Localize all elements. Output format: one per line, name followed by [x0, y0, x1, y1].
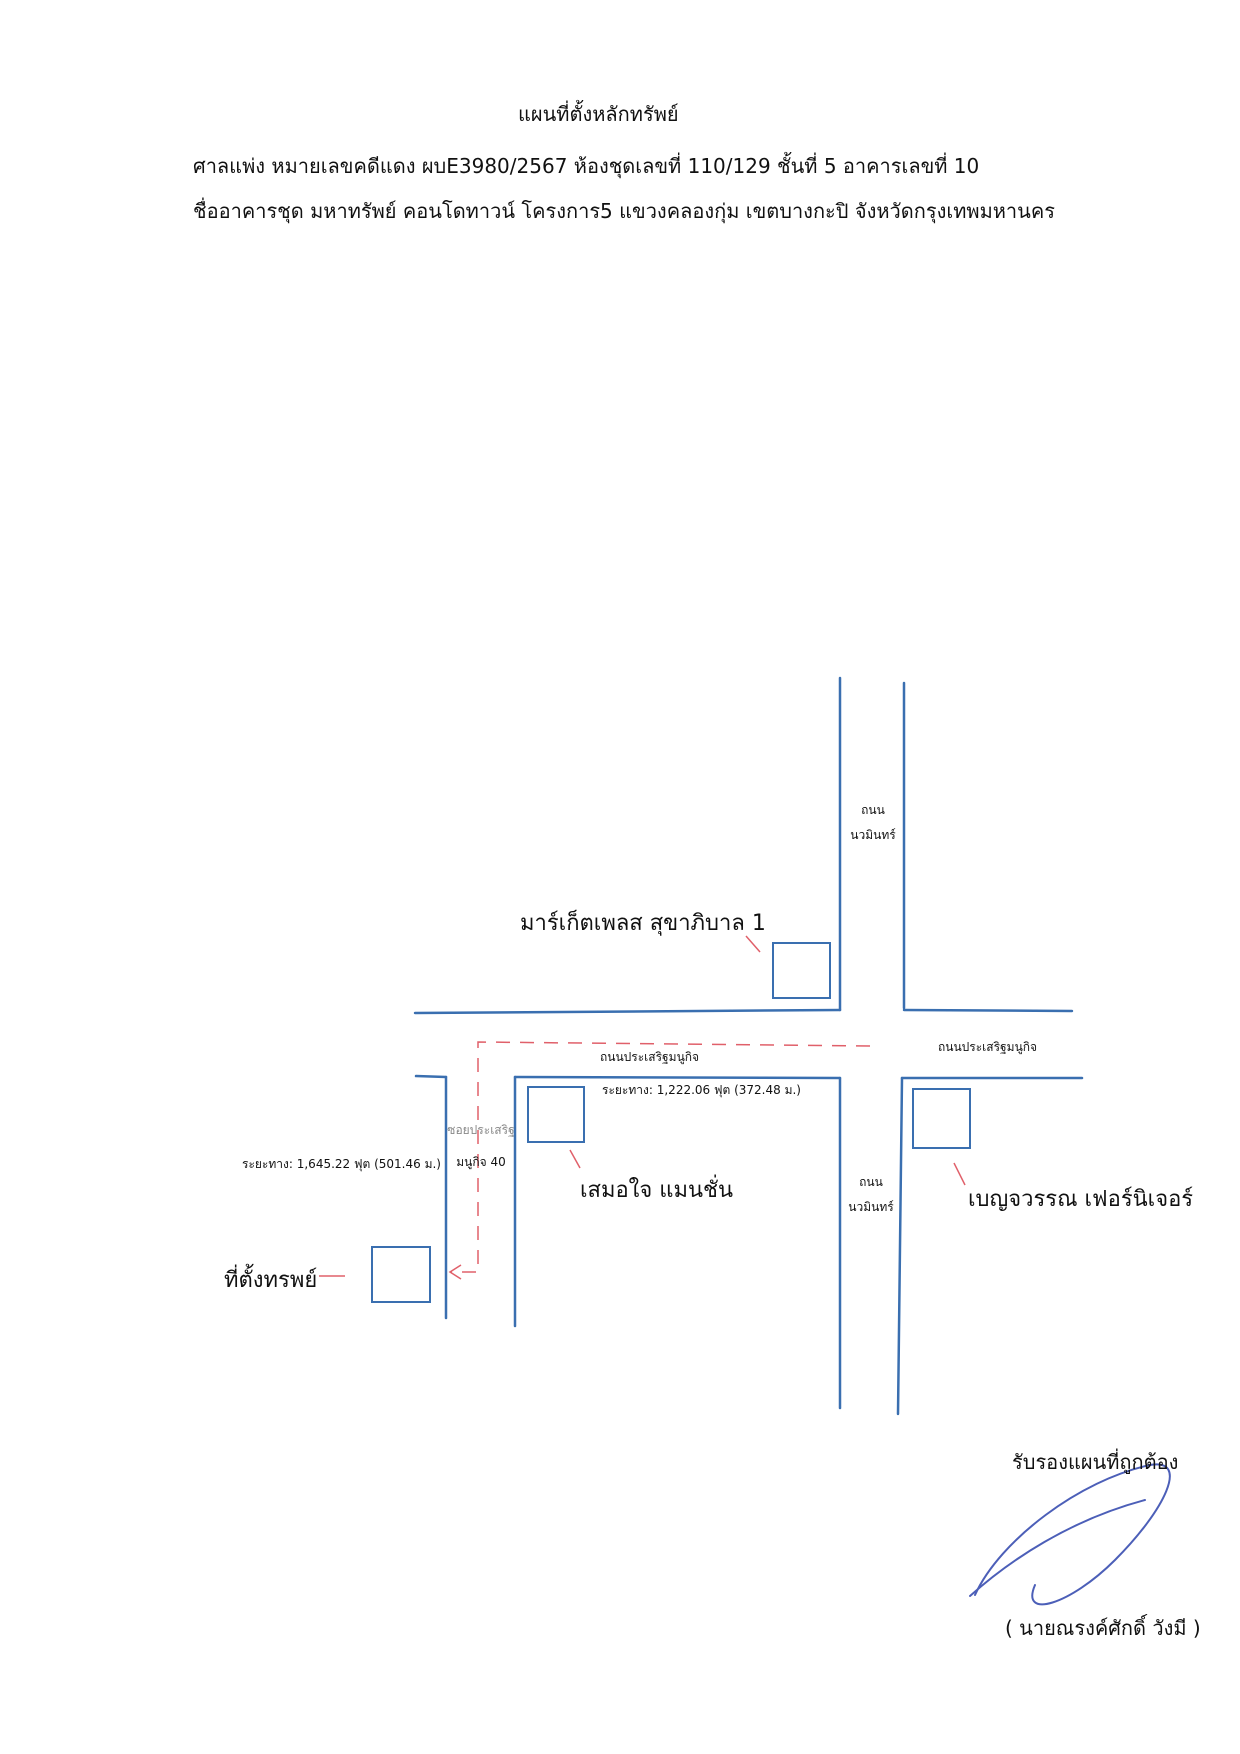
road-edge	[413, 1008, 842, 1015]
market-building	[772, 942, 831, 999]
signer-name: ( นายณรงค์ศักดิ์ วังมี )	[1005, 1616, 1201, 1640]
samoejai-building	[527, 1086, 585, 1143]
landmark-benjawan: เบญจวรรณ เฟอร์นิเจอร์	[968, 1187, 1194, 1212]
soi-label-line: ซอยประเสริฐ	[447, 1123, 515, 1137]
property-building	[371, 1246, 431, 1303]
route-line	[450, 1041, 871, 1273]
road-label-line: นวมินทร์	[848, 1200, 894, 1214]
road-label-nawamin-bottom: ถนน นวมินทร์	[841, 1170, 901, 1220]
landmark-market: มาร์เก็ตเพลส สุขาภิบาล 1	[520, 911, 766, 936]
leader-samoejai	[569, 1149, 581, 1169]
leader-benjawan	[953, 1162, 966, 1186]
road-label-line: ถนน	[859, 1175, 883, 1189]
case-details-line: ศาลแพ่ง หมายเลขคดีแดง ผบE3980/2567 ห้องช…	[193, 154, 980, 178]
road-edge	[414, 1074, 448, 1079]
building-details-line: ชื่ออาคารชุด มหาทรัพย์ คอนโดทาวน์ โครงกา…	[193, 199, 1055, 223]
road-label-line: นวมินทร์	[850, 828, 896, 842]
road-edge	[896, 1076, 904, 1416]
route-arrow-head	[448, 1264, 462, 1280]
landmark-samoejai: เสมอใจ แมนชั่น	[580, 1178, 733, 1203]
road-edge	[902, 1008, 1074, 1013]
distance-soi: ระยะทาง: 1,645.22 ฟุต (501.46 ม.)	[242, 1157, 441, 1171]
road-edge	[513, 1075, 842, 1080]
document-title: แผนที่ตั้งหลักทรัพย์	[518, 102, 679, 126]
approval-text: รับรองแผนที่ถูกต้อง	[1012, 1450, 1179, 1474]
road-label-prasert-right: ถนนประเสริฐมนูกิจ	[938, 1040, 1038, 1054]
soi-label-line: มนูกิจ 40	[456, 1155, 506, 1169]
signature-scribble	[969, 1463, 1171, 1606]
soi-label: ซอยประเสริฐ มนูกิจ 40	[440, 1114, 522, 1178]
road-label-line: ถนน	[861, 803, 885, 817]
road-label-prasert-center: ถนนประเสริฐมนูกิจ	[600, 1050, 700, 1064]
benjawan-building	[912, 1088, 971, 1149]
property-label: ที่ตั้งทรพย์	[224, 1268, 318, 1293]
road-label-nawamin-top: ถนน นวมินทร์	[842, 798, 904, 848]
distance-main: ระยะทาง: 1,222.06 ฟุต (372.48 ม.)	[602, 1083, 801, 1097]
leader-market	[745, 935, 761, 953]
